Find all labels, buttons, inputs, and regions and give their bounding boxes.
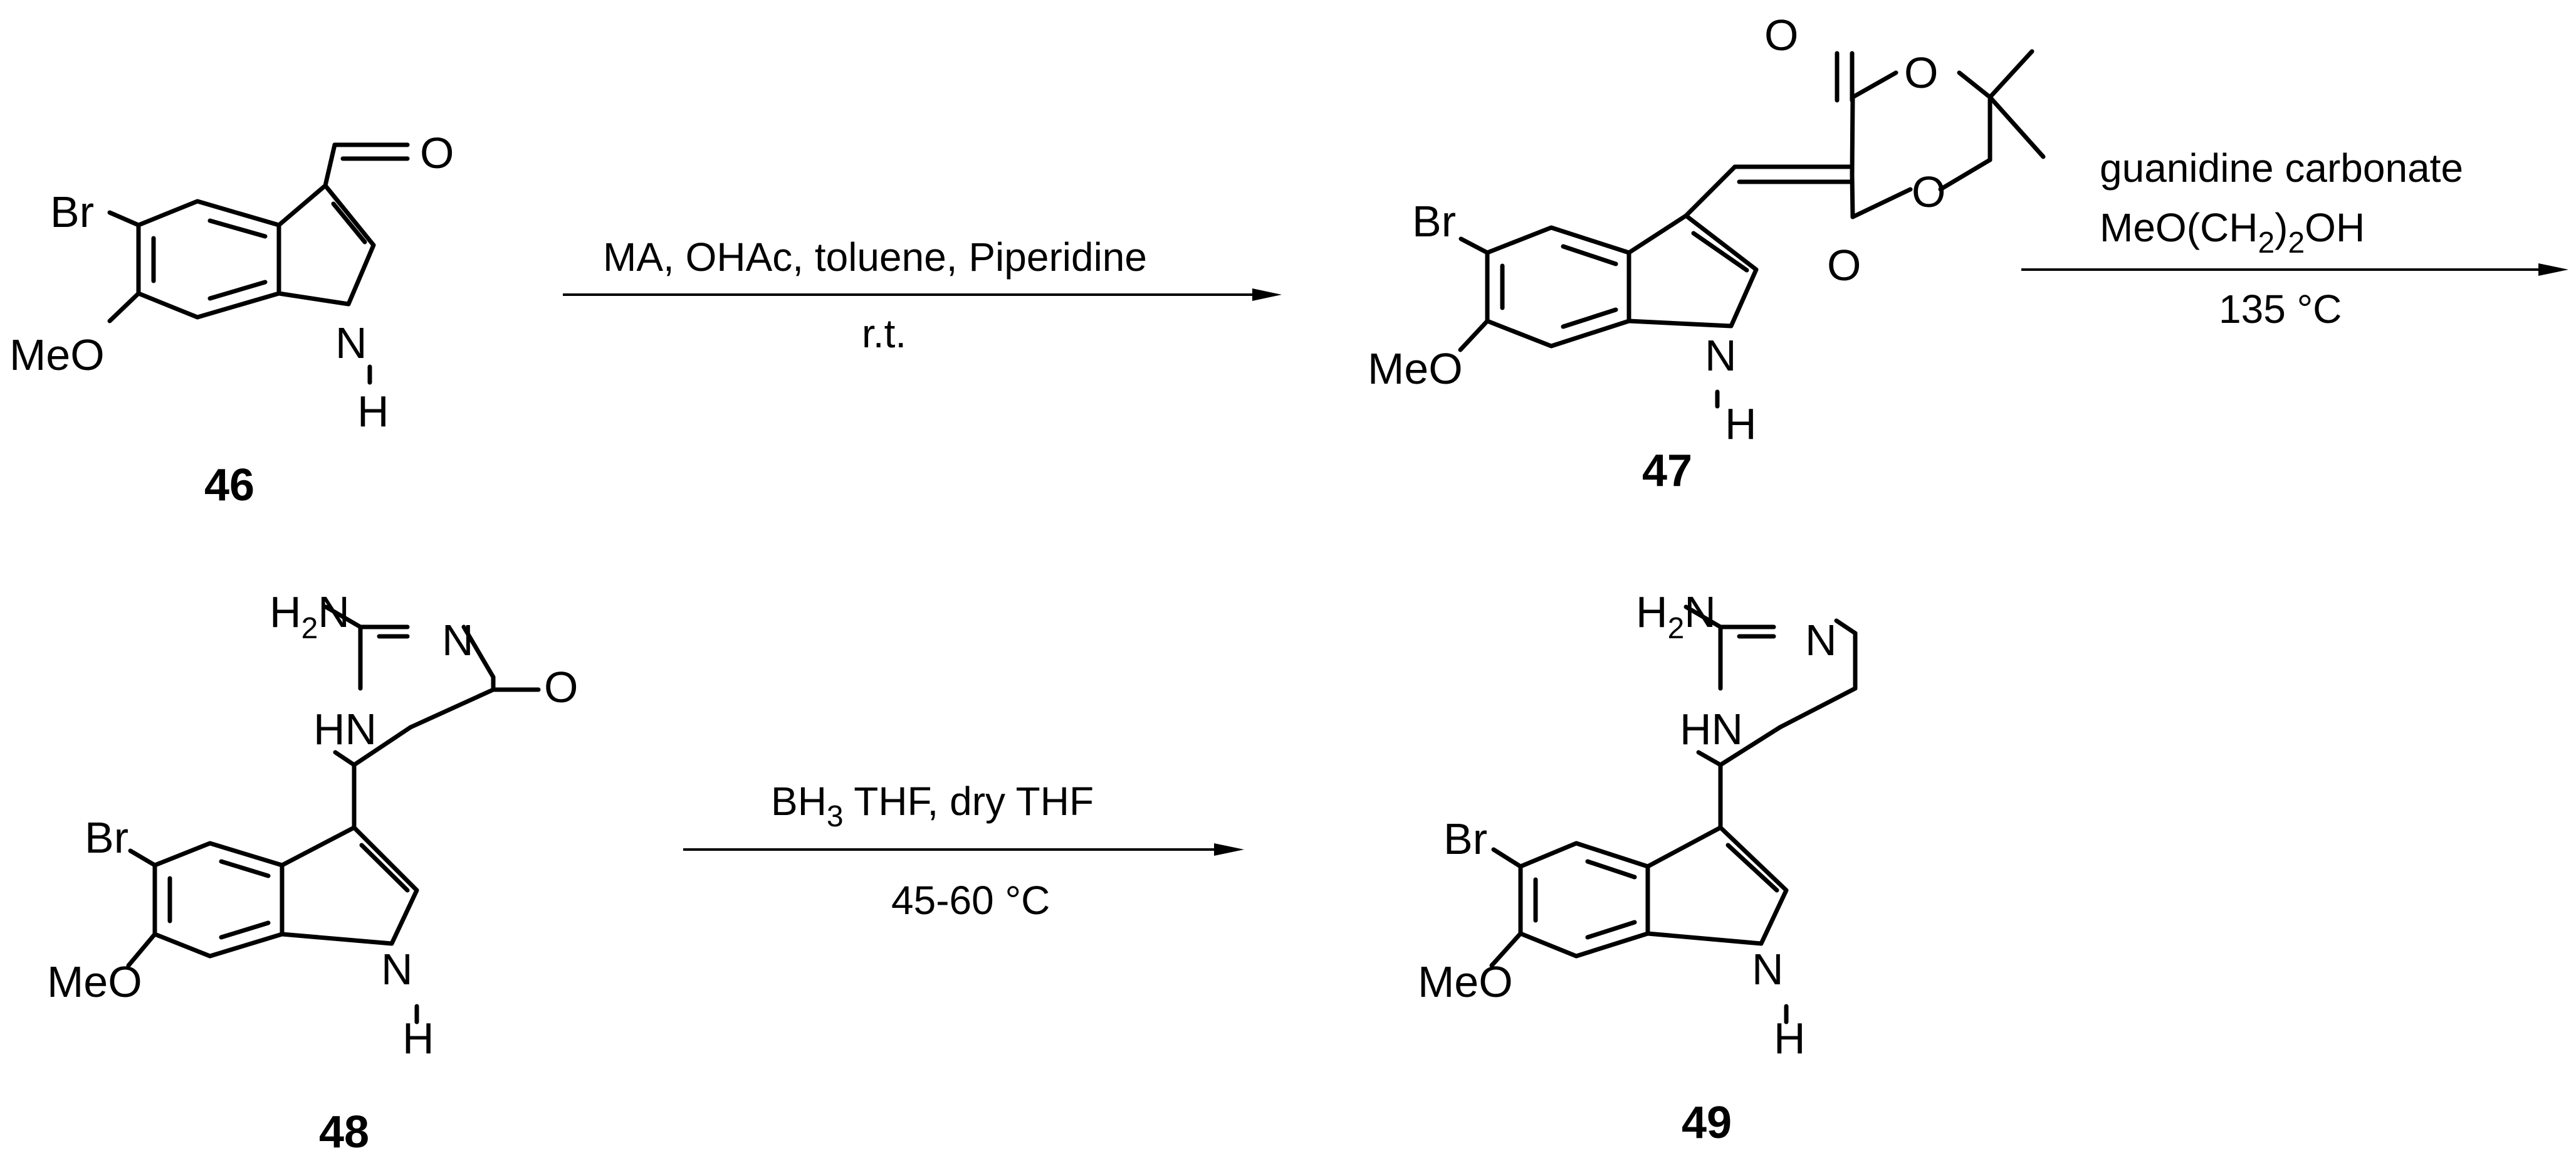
compound-49-br: Br xyxy=(1443,814,1487,863)
arrow-2-conditions-line-2: MeO(CH2)2OH xyxy=(2100,205,2365,260)
compound-48-ring-nh: HN xyxy=(313,705,377,754)
compound-49-label: 49 xyxy=(1682,1098,1732,1148)
compound-48-meo: MeO xyxy=(47,957,142,1006)
compound-49-nh-n: N xyxy=(1752,945,1784,994)
compound-48-carbonyl-o: O xyxy=(544,663,578,712)
compound-46-label: 46 xyxy=(204,460,254,510)
compound-48-nh-h: H xyxy=(402,1014,434,1063)
compound-49-nh-h: H xyxy=(1774,1014,1806,1063)
compound-47: Br MeO N H O O O O 47 xyxy=(1368,11,2043,496)
arrow-2-conditions-below: 135 °C xyxy=(2219,287,2342,332)
compound-48-label: 48 xyxy=(319,1107,369,1157)
compound-47-nh-h: H xyxy=(1725,399,1757,448)
reaction-arrow-1: MA, OHAc, toluene, Piperidine r.t. xyxy=(563,234,1282,356)
compound-49: Br MeO N H H2N N HN 49 xyxy=(1418,587,1855,1148)
compound-49-ring-n: N xyxy=(1805,616,1837,665)
arrow-1-conditions-above: MA, OHAc, toluene, Piperidine xyxy=(603,234,1147,280)
reaction-arrow-2: guanidine carbonate MeO(CH2)2OH 135 °C xyxy=(2021,145,2568,332)
compound-47-ring-o-top: O xyxy=(1904,48,1938,97)
compound-47-carbonyl-o-top: O xyxy=(1764,11,1798,60)
compound-48-nh-n: N xyxy=(381,945,413,994)
arrow-3-conditions-below: 45-60 °C xyxy=(891,878,1050,923)
compound-49-amine: H2N xyxy=(1636,587,1716,645)
compound-46-nh-h: H xyxy=(357,387,389,436)
compound-47-bonds xyxy=(1460,51,2043,406)
compound-46-meo: MeO xyxy=(9,330,105,379)
reaction-arrow-3: BH3 THF, dry THF 45-60 °C xyxy=(683,779,1244,923)
arrow-3-conditions-above: BH3 THF, dry THF xyxy=(771,779,1094,833)
compound-49-bonds xyxy=(1492,607,1855,1022)
compound-47-carbonyl-o-bottom: O xyxy=(1827,241,1861,290)
compound-48-ring-n: N xyxy=(442,616,474,665)
compound-47-ring-o-bottom: O xyxy=(1912,167,1945,216)
compound-48: Br MeO N H H2N N HN O 48 xyxy=(47,587,578,1157)
arrow-2-conditions-line-1: guanidine carbonate xyxy=(2100,145,2463,191)
compound-47-label: 47 xyxy=(1642,446,1692,496)
compound-47-meo: MeO xyxy=(1368,344,1463,393)
compound-46-aldehyde-o: O xyxy=(420,129,454,177)
compound-46: Br MeO N H O 46 xyxy=(9,129,454,510)
compound-47-nh-n: N xyxy=(1705,331,1737,380)
compound-48-amine: H2N xyxy=(270,587,350,645)
compound-48-br: Br xyxy=(85,813,128,862)
compound-49-meo: MeO xyxy=(1418,957,1513,1006)
compound-49-ring-nh: HN xyxy=(1680,705,1743,754)
compound-47-br: Br xyxy=(1412,197,1456,246)
compound-46-nh-n: N xyxy=(335,318,367,367)
arrow-1-conditions-below: r.t. xyxy=(862,311,906,356)
compound-46-br: Br xyxy=(50,187,94,236)
compound-48-bonds xyxy=(128,607,538,1022)
